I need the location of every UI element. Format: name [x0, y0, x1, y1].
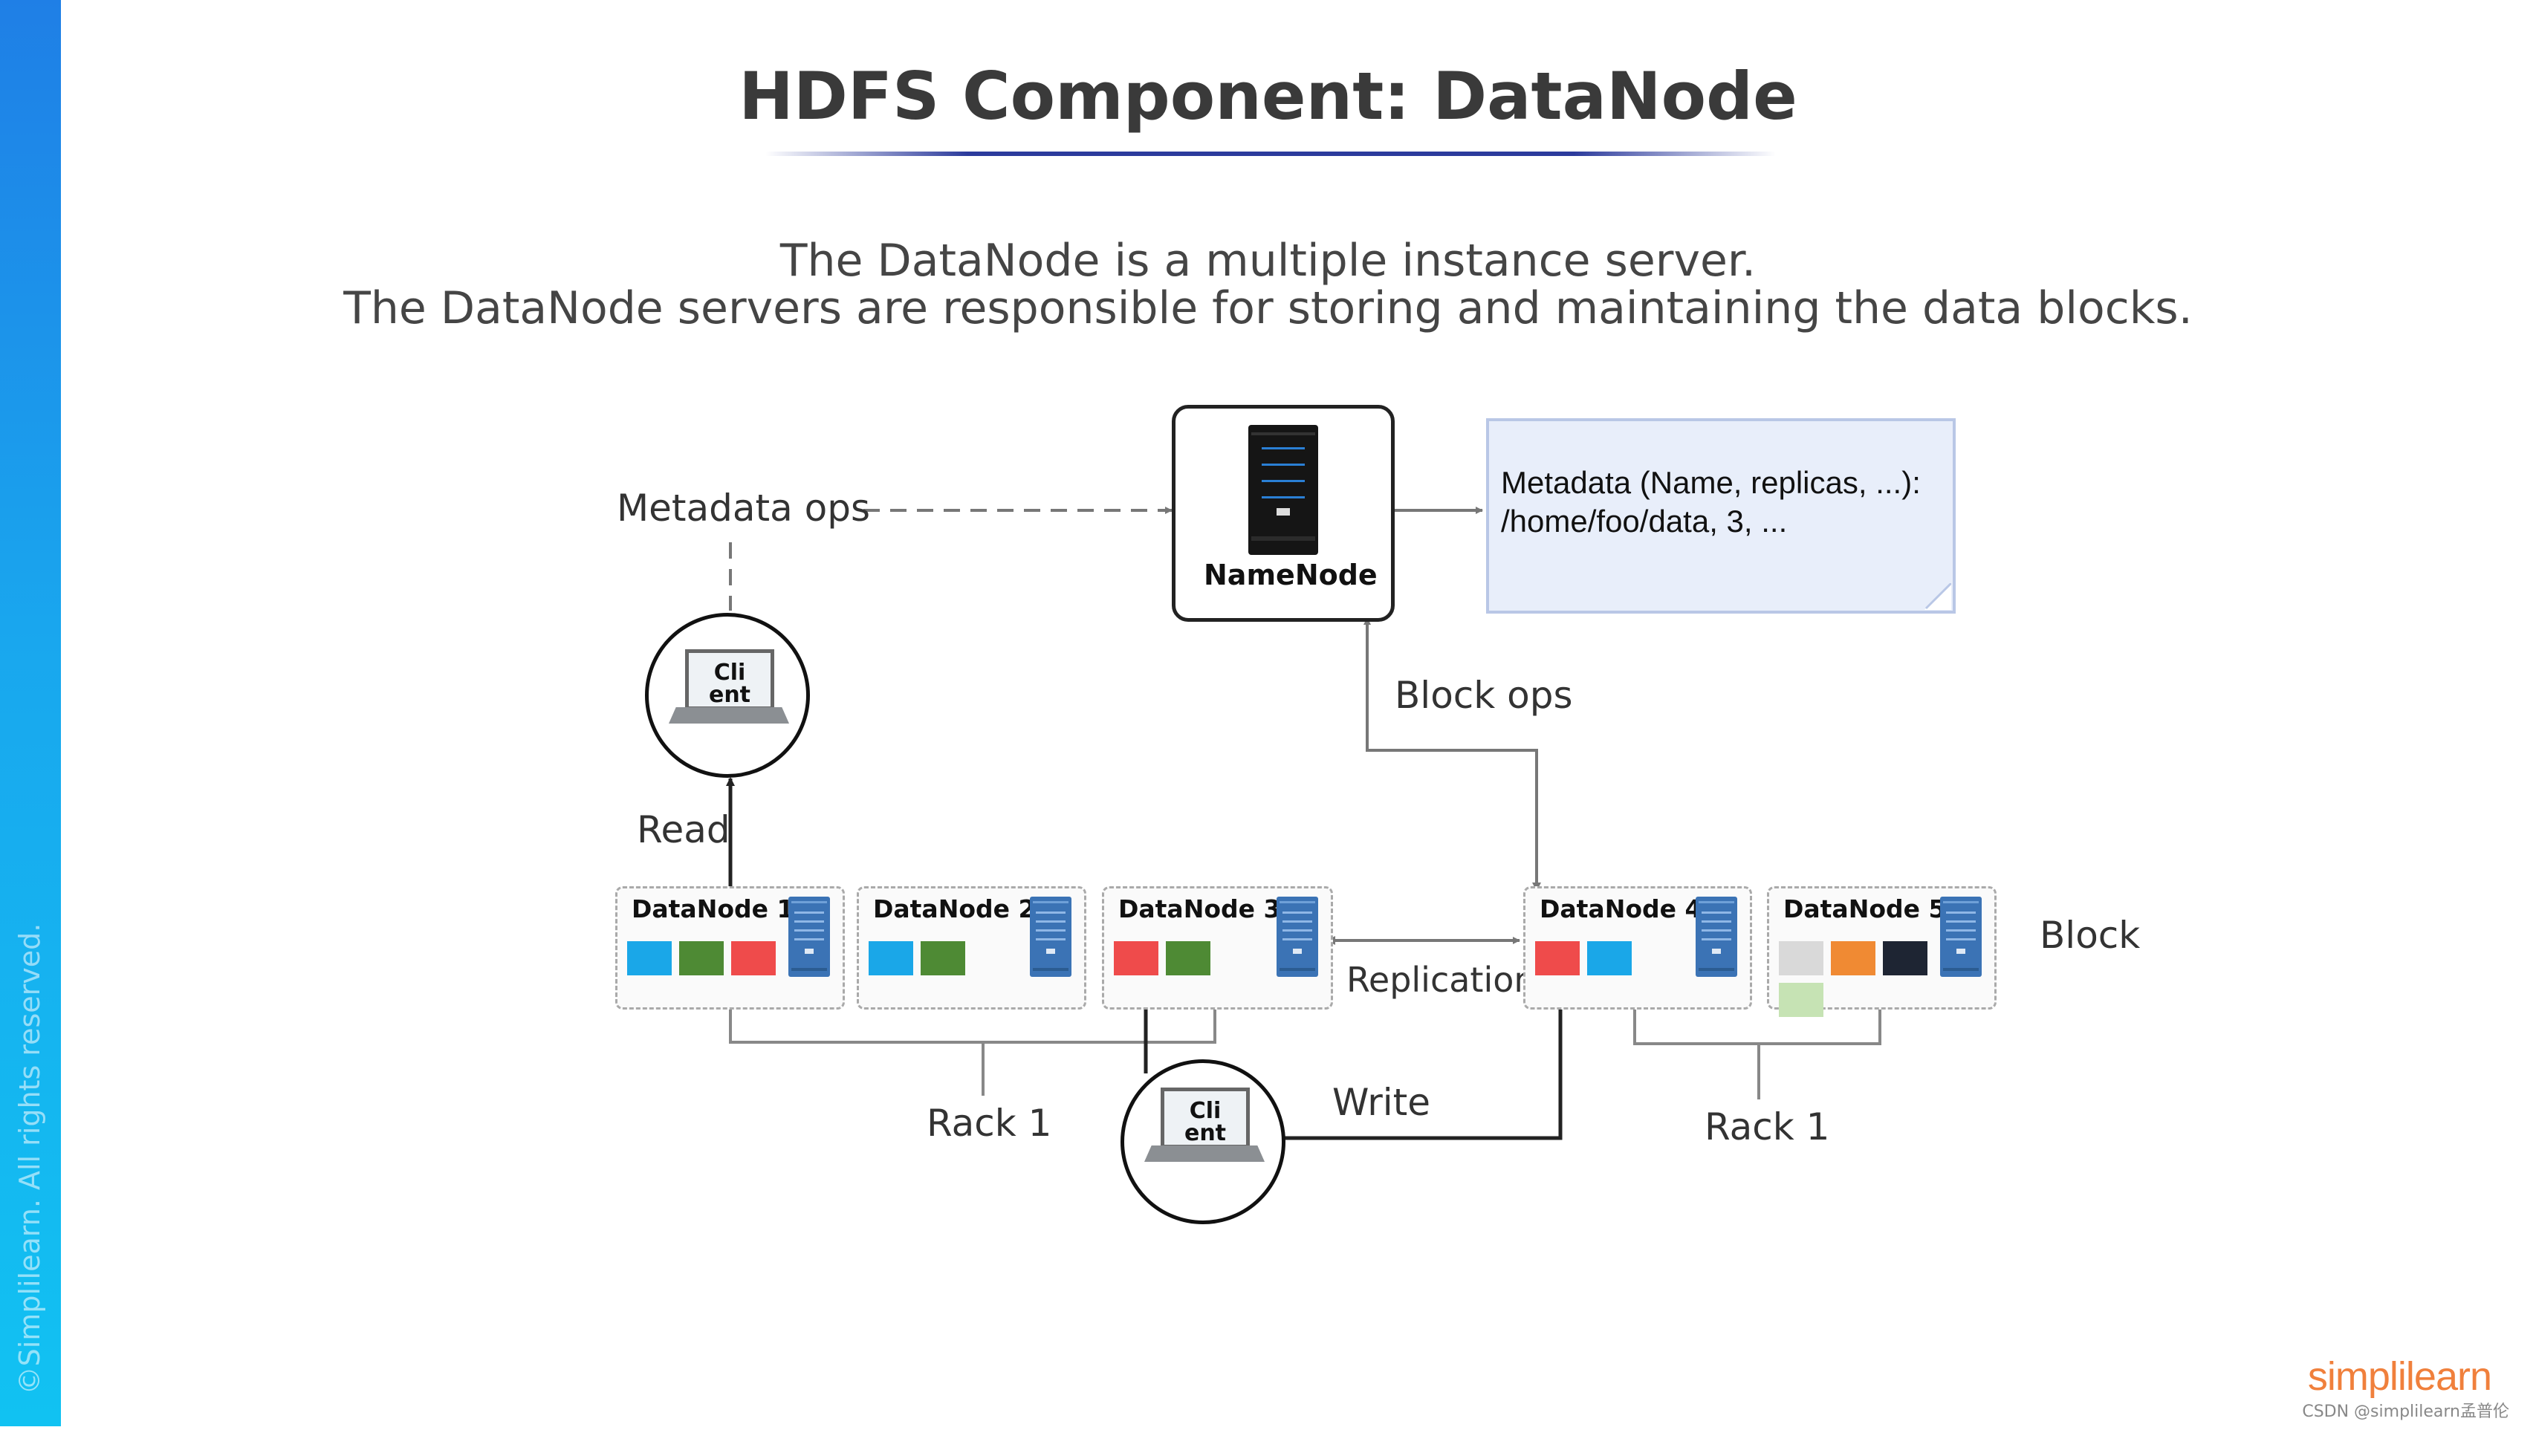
metadata-box — [1486, 418, 1956, 614]
datanode-2-label: DataNode 2 — [873, 894, 1036, 923]
rack-left-bracket — [729, 1007, 1216, 1044]
namenode-label: NameNode — [1204, 559, 1378, 591]
block-ops-label: Block ops — [1395, 674, 1573, 717]
datanode-3-block-2 — [1166, 941, 1210, 975]
datanode-1-server-icon — [788, 897, 830, 977]
simplilearn-logo: simplilearn — [2307, 1354, 2492, 1399]
client-bottom — [1121, 1059, 1285, 1224]
read-label: Read — [637, 808, 730, 851]
datanode-4-label: DataNode 4 — [1540, 894, 1702, 923]
client-bottom-label-line1: Cli — [1189, 1098, 1222, 1124]
datanode-2-block-1 — [869, 941, 913, 975]
subtitle-line-2: The DataNode servers are responsible for… — [343, 282, 2193, 334]
client-top-label-line2: ent — [708, 682, 751, 708]
client-top-laptop-base — [669, 707, 789, 724]
datanode-4-block-1 — [1535, 941, 1580, 975]
block-label: Block — [2040, 914, 2141, 957]
datanode-3-block-1 — [1114, 941, 1158, 975]
metadata-page-fold — [1924, 583, 1951, 610]
client-top-label-line1: Cli — [713, 660, 746, 686]
datanode-5-label: DataNode 5 — [1783, 894, 1946, 923]
datanode-5-block-4 — [1779, 983, 1823, 1017]
datanode-2-server-icon — [1030, 897, 1071, 977]
namenode-server-icon — [1248, 425, 1318, 555]
datanode-5-block-3 — [1883, 941, 1927, 975]
client-bottom-label: Cli ent — [1164, 1098, 1246, 1147]
datanode-4-server-icon — [1696, 897, 1737, 977]
block-ops-arrow — [1363, 617, 1541, 891]
title-underline — [765, 152, 1776, 156]
datanode-3-label: DataNode 3 — [1118, 894, 1281, 923]
datanode-1-block-2 — [679, 941, 724, 975]
page-title: HDFS Component: DataNode — [739, 58, 1797, 134]
datanode-4-block-2 — [1587, 941, 1632, 975]
metadata-text: Metadata (Name, replicas, ...): /home/fo… — [1501, 464, 1921, 541]
csdn-watermark: CSDN @simplilearn孟普伦 — [2302, 1403, 2509, 1421]
subtitle-line-1: The DataNode is a multiple instance serv… — [779, 235, 1757, 287]
metadata-ops-label: Metadata ops — [617, 487, 871, 530]
datanode-5-block-1 — [1779, 941, 1823, 975]
client-bottom-label-line2: ent — [1184, 1120, 1227, 1146]
datanode-2-block-2 — [921, 941, 965, 975]
datanode-3-server-icon — [1277, 897, 1318, 977]
client-bottom-laptop-base — [1144, 1145, 1265, 1162]
write-label: Write — [1332, 1081, 1431, 1124]
rack-right-bracket — [1633, 1007, 1881, 1045]
rack-left-label: Rack 1 — [927, 1102, 1052, 1145]
rack-right-label: Rack 1 — [1705, 1105, 1830, 1148]
replication-label: Replication — [1346, 960, 1536, 1000]
datanode-5-block-2 — [1831, 941, 1875, 975]
write-arrow-dn4 — [1282, 975, 1565, 1140]
datanode-1-label: DataNode 1 — [632, 894, 794, 923]
client-top-label: Cli ent — [689, 660, 771, 709]
metadata-line-2: /home/foo/data, 3, ... — [1501, 504, 1788, 539]
metadata-line-1: Metadata (Name, replicas, ...): — [1501, 465, 1921, 500]
diagram-connectors — [726, 507, 1881, 1140]
datanode-1-block-1 — [627, 941, 672, 975]
datanode-5-server-icon — [1940, 897, 1982, 977]
left-sidebar — [0, 0, 61, 1426]
datanode-1-block-3 — [731, 941, 776, 975]
